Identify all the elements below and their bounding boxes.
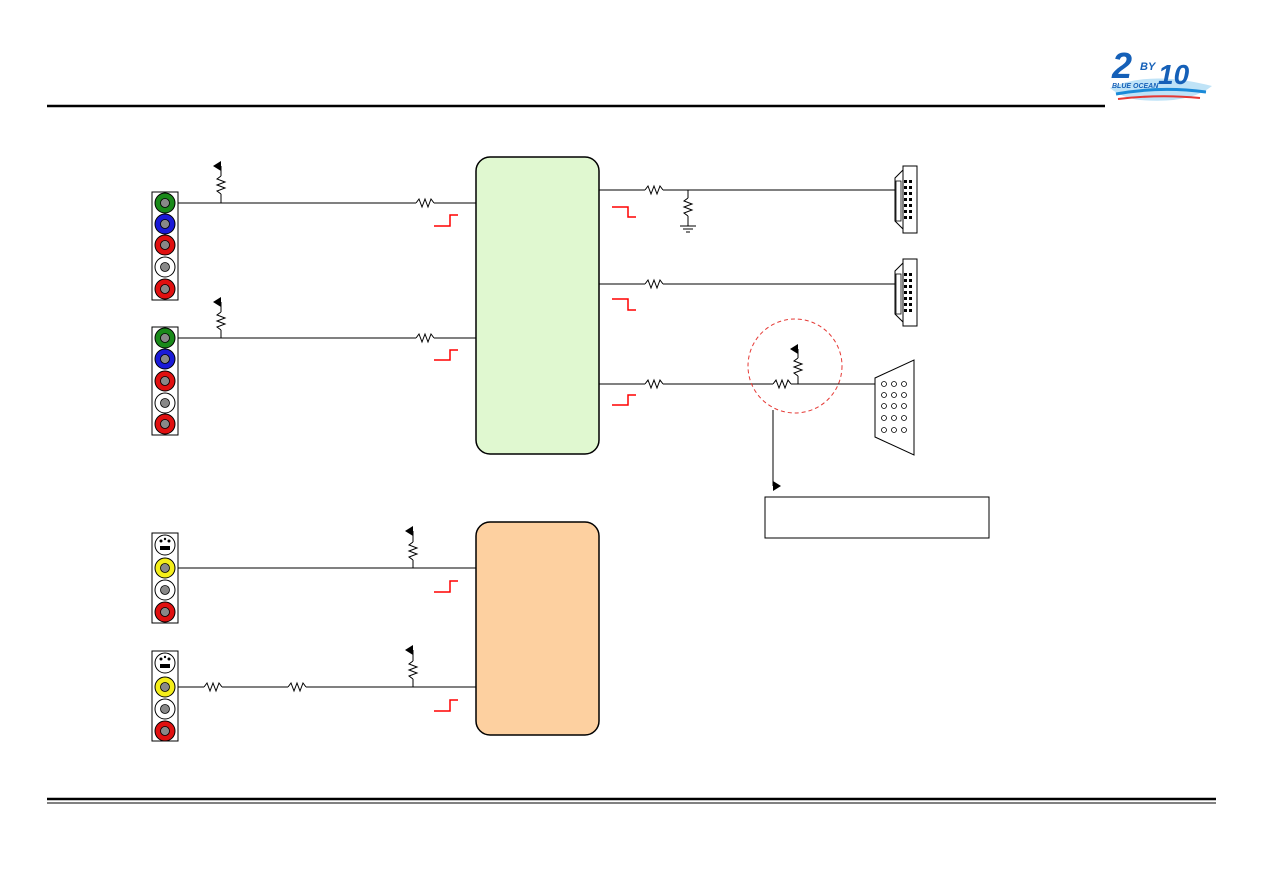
- rca-jack-yellow-icon: [154, 676, 176, 698]
- rca-jack-yellow-icon: [154, 557, 176, 579]
- note-box: [764, 496, 990, 539]
- video-processor-chip: [475, 156, 600, 455]
- hdmi-output-wire-2: [599, 278, 895, 290]
- signal-step-icon: [612, 394, 636, 406]
- logo-big-digit: 2: [1111, 45, 1132, 86]
- svideo-input-wire-1: [178, 526, 476, 569]
- rca-jack-red-icon: [154, 278, 176, 300]
- signal-step-icon: [612, 298, 636, 311]
- svideo-jack-group-1: [151, 532, 179, 624]
- rca-jack-red-icon: [154, 370, 176, 392]
- signal-step-icon: [434, 580, 458, 593]
- rca-jack-blue-icon: [154, 348, 176, 370]
- component-input-wire-1: [178, 161, 476, 209]
- svideo-input-wire-2: [178, 645, 476, 693]
- svideo-jack-icon: [154, 652, 176, 674]
- svideo-jack-icon: [154, 534, 176, 556]
- signal-step-icon: [434, 699, 458, 712]
- rca-jack-red-icon: [154, 720, 176, 742]
- rca-jack-white-icon: [154, 698, 176, 720]
- brand-logo: 2 BY 10 BLUE OCEAN: [1110, 45, 1212, 101]
- rca-jack-red-icon: [154, 601, 176, 623]
- rca-jack-white-icon: [154, 579, 176, 601]
- logo-number: 10: [1158, 59, 1190, 90]
- signal-step-icon: [434, 349, 458, 361]
- rca-jack-white-icon: [154, 256, 176, 278]
- ground-icon: [680, 225, 696, 233]
- rca-jack-red-icon: [154, 234, 176, 256]
- component-input-wire-2: [178, 297, 476, 344]
- hdmi-output-wire-1: [599, 184, 895, 226]
- hdmi-connector-icon: [894, 258, 918, 327]
- vga-connector-icon: [874, 359, 915, 456]
- highlight-circle: [747, 318, 843, 414]
- logo-small-text: BY: [1140, 61, 1157, 73]
- signal-step-icon: [612, 206, 636, 218]
- svideo-jack-group-2: [151, 650, 179, 742]
- rca-jack-white-icon: [154, 392, 176, 414]
- logo-subtitle: BLUE OCEAN: [1112, 83, 1159, 90]
- vga-output-wire: [599, 344, 880, 390]
- rca-jack-green-icon: [154, 327, 176, 349]
- component-jack-group-2: [151, 326, 179, 436]
- rca-jack-green-icon: [154, 192, 176, 214]
- hdmi-connector-icon: [894, 165, 918, 234]
- signal-step-icon: [434, 214, 458, 227]
- rca-jack-blue-icon: [154, 213, 176, 235]
- component-jack-group-1: [151, 191, 179, 301]
- video-decoder-chip: [475, 521, 600, 736]
- rca-jack-red-icon: [154, 413, 176, 435]
